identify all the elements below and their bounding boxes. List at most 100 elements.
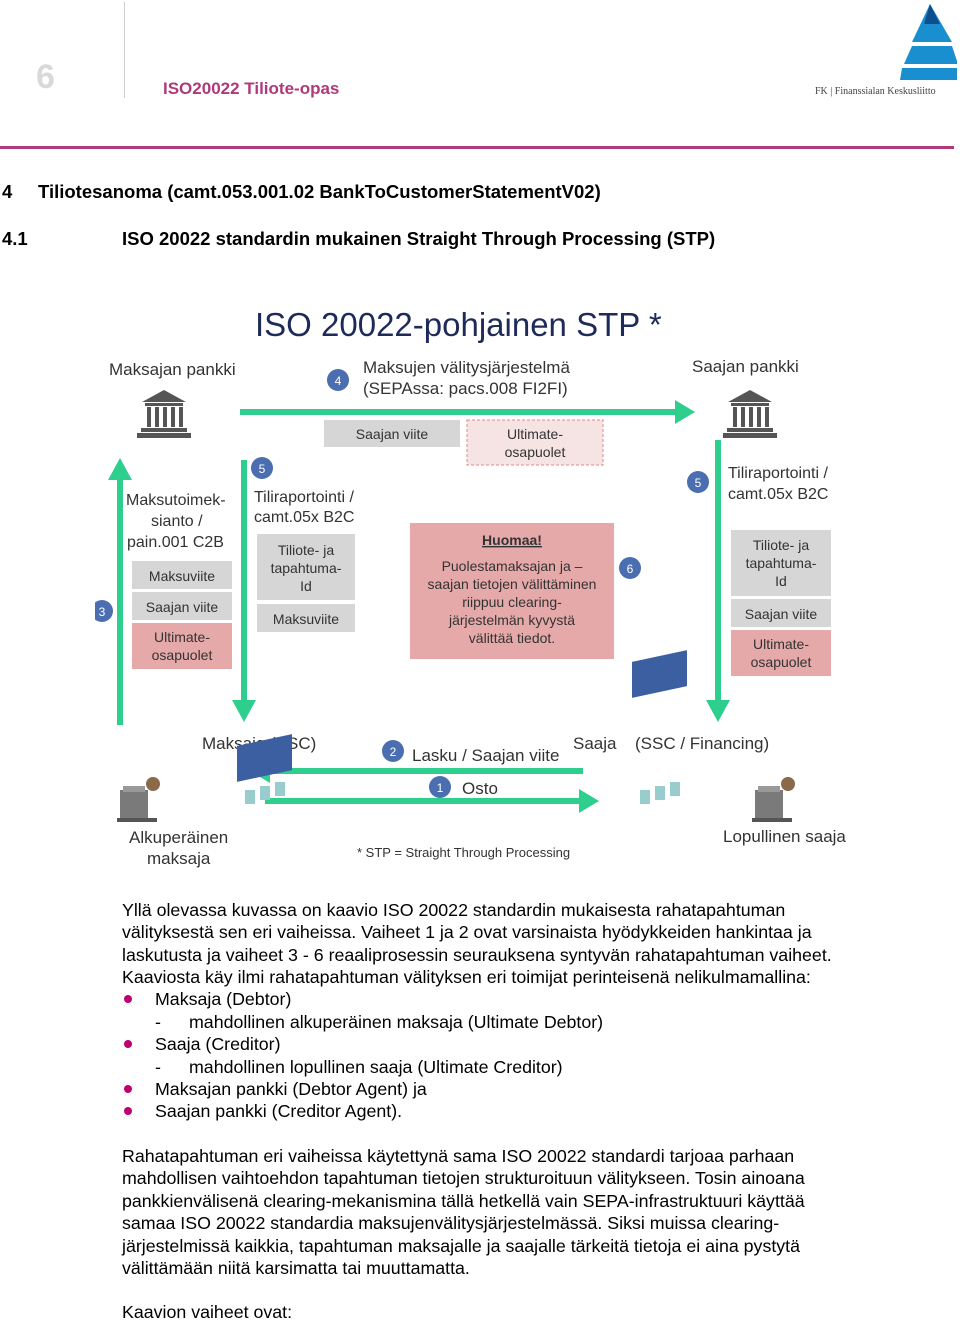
original-payer-icon	[117, 777, 160, 822]
step-3-badge: 3	[95, 600, 113, 622]
original-payer-label-1: Alkuperäinen	[129, 828, 228, 847]
heading-number: 4	[2, 181, 13, 202]
paragraph-intro: Yllä olevassa kuvassa on kaavio ISO 2002…	[122, 899, 952, 989]
bullet-icon	[124, 1085, 132, 1093]
right-title-2: camt.05x B2C	[728, 486, 828, 503]
payer-bank-label: Maksajan pankki	[109, 360, 236, 379]
note-title: Huomaa!	[482, 532, 542, 548]
step-1-badge: 1	[429, 776, 451, 798]
header-rule	[0, 146, 954, 149]
page-number: 6	[36, 58, 55, 96]
tag-ultimate-text-1: Ultimate-	[507, 426, 563, 442]
note-line-2: saajan tietojen välittäminen	[428, 576, 597, 592]
step-3-number: 3	[99, 605, 106, 619]
bullet-icon	[124, 1107, 132, 1115]
intro-line-4: Kaaviosta käy ilmi rahatapahtuman välity…	[122, 967, 811, 988]
paragraph-iso: Rahatapahtuman eri vaiheissa käytettynä …	[122, 1145, 952, 1279]
list-item-ultimate-creditor: mahdollinen lopullinen saaja (Ultimate C…	[189, 1057, 563, 1077]
right-box-tiliote-1: Tiliote- ja	[753, 537, 809, 553]
iso-line-4: samaa ISO 20022 standardia maksujenvälit…	[122, 1213, 780, 1234]
tag-ultimate: Ultimate- osapuolet	[466, 419, 604, 466]
list-dash: -	[155, 1012, 161, 1032]
payer-bank-icon	[137, 390, 191, 438]
bullet-icon	[124, 995, 132, 1003]
subheading-number: 4.1	[2, 228, 28, 249]
step-4-number: 4	[335, 374, 342, 388]
header-divider	[124, 2, 125, 98]
step-6-badge: 6	[619, 557, 641, 579]
clearing-label-1: Maksujen välitysjärjestelmä	[363, 358, 570, 377]
final-payee-label: Lopullinen saaja	[723, 827, 846, 846]
intro-line-1: Yllä olevassa kuvassa on kaavio ISO 2002…	[122, 900, 786, 920]
left-title-2: sianto /	[151, 513, 203, 530]
list-item-creditor: Saaja (Creditor)	[155, 1034, 281, 1054]
list-item-creditor-agent: Saajan pankki (Creditor Agent).	[155, 1101, 403, 1121]
payee-ssc-icon	[632, 650, 687, 804]
iso-line-1: Rahatapahtuman eri vaiheissa käytettynä …	[122, 1146, 795, 1166]
fk-logo	[900, 4, 957, 80]
step-2-badge: 2	[382, 740, 404, 762]
original-payer-label-2: maksaja	[147, 849, 211, 868]
final-payee-icon	[752, 777, 795, 822]
payee-bank-label: Saajan pankki	[692, 357, 799, 376]
intro-line-3: laskutusta ja vaiheet 3 - 6 reaaliproses…	[122, 944, 832, 965]
stp-diagram: ISO 20022-pohjainen STP * Maksajan pankk…	[95, 306, 846, 868]
step-5-right-number: 5	[695, 476, 702, 490]
step-5-right-badge: 5	[687, 471, 709, 493]
mid-box-tiliote-3: Id	[300, 578, 312, 594]
osto-label: Osto	[462, 779, 498, 798]
right-title-1: Tiliraportointi /	[728, 465, 828, 482]
footnote: * STP = Straight Through Processing	[357, 845, 570, 860]
left-title-1: Maksutoimek-	[126, 492, 226, 509]
logo-text: FK | Finanssialan Keskusliitto	[815, 86, 936, 97]
mid-title-1: Tiliraportointi /	[254, 489, 354, 506]
left-title-3: pain.001 C2B	[127, 534, 224, 551]
note-box: Huomaa! Puolestamaksajan ja – saajan tie…	[410, 523, 614, 659]
right-box-ultimate-1: Ultimate-	[753, 636, 809, 652]
right-box-tiliote-2: tapahtuma-	[746, 555, 817, 571]
right-box-tiliote-3: Id	[775, 573, 787, 589]
payer-ssc-icon	[237, 734, 292, 804]
list-item-ultimate-debtor: mahdollinen alkuperäinen maksaja (Ultima…	[189, 1012, 604, 1032]
heading-title: Tiliotesanoma (camt.053.001.02 BankToCus…	[38, 181, 601, 202]
list-item-debtor-agent: Maksajan pankki (Debtor Agent) ja	[155, 1079, 427, 1099]
document-title: ISO20022 Tiliote-opas	[163, 79, 340, 98]
tag-saajan-viite-text: Saajan viite	[356, 426, 429, 442]
note-line-3: riippuu clearing-	[462, 594, 562, 610]
iso-line-2: mahdollisen vaihtoehdon tapahtuman tieto…	[122, 1168, 805, 1189]
left-box-ultimate-2: osapuolet	[152, 647, 213, 663]
mid-box-tiliote-2: tapahtuma-	[271, 560, 342, 576]
left-box-ultimate-1: Ultimate-	[154, 629, 210, 645]
left-box-saajan-viite: Saajan viite	[146, 599, 219, 615]
step-1-number: 1	[437, 781, 444, 795]
step-4-badge: 4	[327, 369, 349, 391]
right-box-saajan-viite: Saajan viite	[745, 606, 818, 622]
intro-line-2: välityksestä sen eri vaiheissa. Vaiheet …	[122, 922, 812, 943]
left-box-maksuviite: Maksuviite	[149, 568, 215, 584]
clearing-label-2: (SEPAssa: pacs.008 FI2FI)	[363, 379, 568, 398]
iso-line-3: pankkienvälisenä clearing-mekanismina tä…	[122, 1190, 805, 1211]
subheading-title: ISO 20022 standardin mukainen Straight T…	[122, 228, 716, 249]
step-5-left-badge: 5	[251, 457, 273, 479]
mid-title-2: camt.05x B2C	[254, 509, 354, 526]
tag-ultimate-text-2: osapuolet	[505, 444, 566, 460]
bullet-icon	[124, 1040, 132, 1048]
list-dash: -	[155, 1057, 161, 1077]
mid-box-tiliote-1: Tiliote- ja	[278, 542, 334, 558]
payee-bank-icon	[723, 390, 777, 438]
step-2-number: 2	[390, 745, 397, 759]
note-line-4: järjestelmän kyvystä	[448, 612, 575, 628]
saaja-label: Saaja	[573, 734, 617, 753]
lasku-label: Lasku / Saajan viite	[412, 746, 559, 765]
list-item-debtor: Maksaja (Debtor)	[155, 989, 292, 1009]
note-line-1: Puolestamaksajan ja –	[442, 558, 583, 574]
diagram-title: ISO 20022-pohjainen STP *	[255, 306, 662, 343]
right-box-ultimate-2: osapuolet	[751, 654, 812, 670]
step-5-left-number: 5	[259, 462, 266, 476]
note-line-5: välittää tiedot.	[469, 630, 555, 646]
saaja-ssc-label: (SSC / Financing)	[635, 734, 769, 753]
iso-line-6: välittämään niitä karsimatta tai muuttam…	[122, 1258, 470, 1279]
tag-saajan-viite: Saajan viite	[324, 420, 460, 447]
paragraph-steps-intro: Kaavion vaiheet ovat:	[122, 1302, 293, 1322]
step-6-number: 6	[627, 562, 634, 576]
